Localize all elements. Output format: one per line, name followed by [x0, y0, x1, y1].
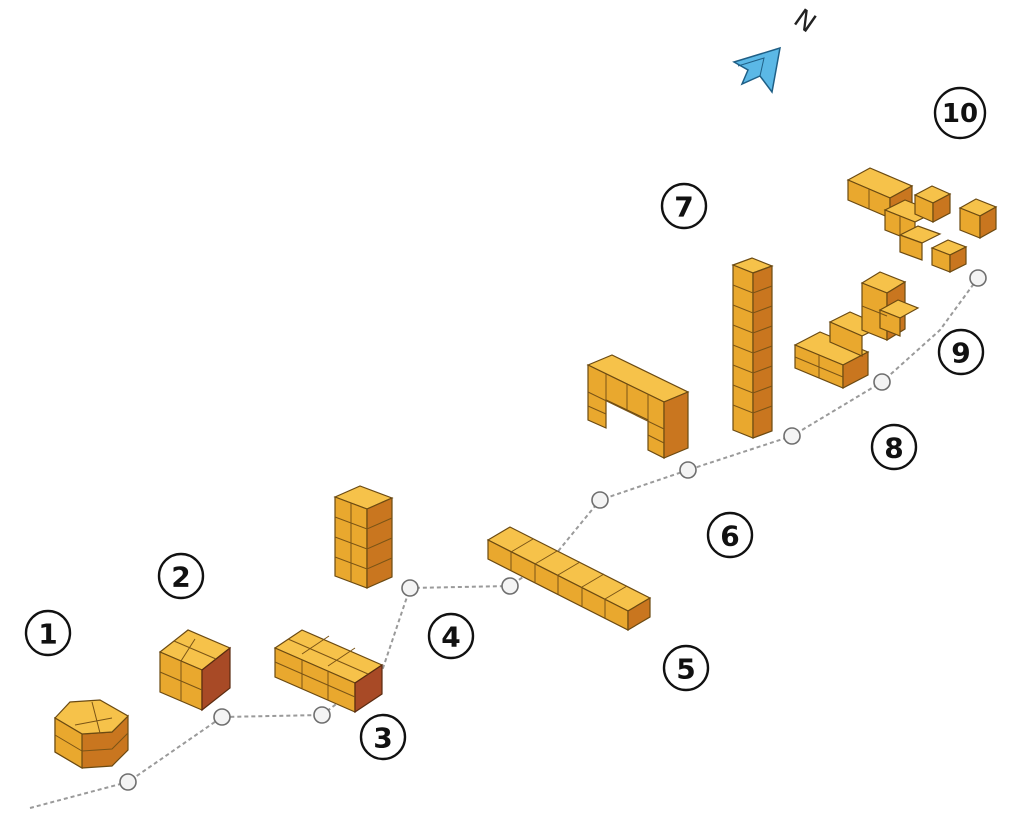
massing-block-4: [335, 486, 392, 588]
path-node: [314, 707, 330, 723]
path-node: [874, 374, 890, 390]
path-node: [214, 709, 230, 725]
label-2-text: 2: [171, 561, 190, 594]
massing-block-1: [55, 700, 128, 768]
label-4-text: 4: [441, 621, 460, 654]
label-8-text: 8: [884, 432, 903, 465]
label-3: 3: [361, 715, 405, 759]
path-node: [680, 462, 696, 478]
label-1-text: 1: [38, 618, 57, 651]
label-9-text: 9: [951, 337, 970, 370]
label-3-text: 3: [373, 722, 392, 755]
label-4: 4: [429, 614, 473, 658]
label-10: 10: [935, 88, 985, 138]
label-7: 7: [662, 184, 706, 228]
label-9: 9: [939, 330, 983, 374]
label-6-text: 6: [720, 520, 739, 553]
north-arrow-icon: N: [734, 4, 821, 92]
path-node: [784, 428, 800, 444]
label-7-text: 7: [674, 191, 693, 224]
massing-block-3: [275, 630, 382, 712]
massing-block-10: [848, 168, 996, 272]
label-5-text: 5: [676, 653, 695, 686]
label-2: 2: [159, 554, 203, 598]
massing-block-6: [588, 355, 688, 458]
massing-block-7: [733, 258, 772, 438]
path-node: [402, 580, 418, 596]
label-6: 6: [708, 513, 752, 557]
path-node: [502, 578, 518, 594]
path-node: [970, 270, 986, 286]
north-letter: N: [788, 4, 821, 40]
label-10-text: 10: [942, 99, 978, 129]
path-node: [120, 774, 136, 790]
label-8: 8: [872, 425, 916, 469]
massing-block-2: [160, 630, 230, 710]
massing-block-9: [795, 272, 918, 388]
path-node: [592, 492, 608, 508]
label-1: 1: [26, 611, 70, 655]
label-5: 5: [664, 646, 708, 690]
